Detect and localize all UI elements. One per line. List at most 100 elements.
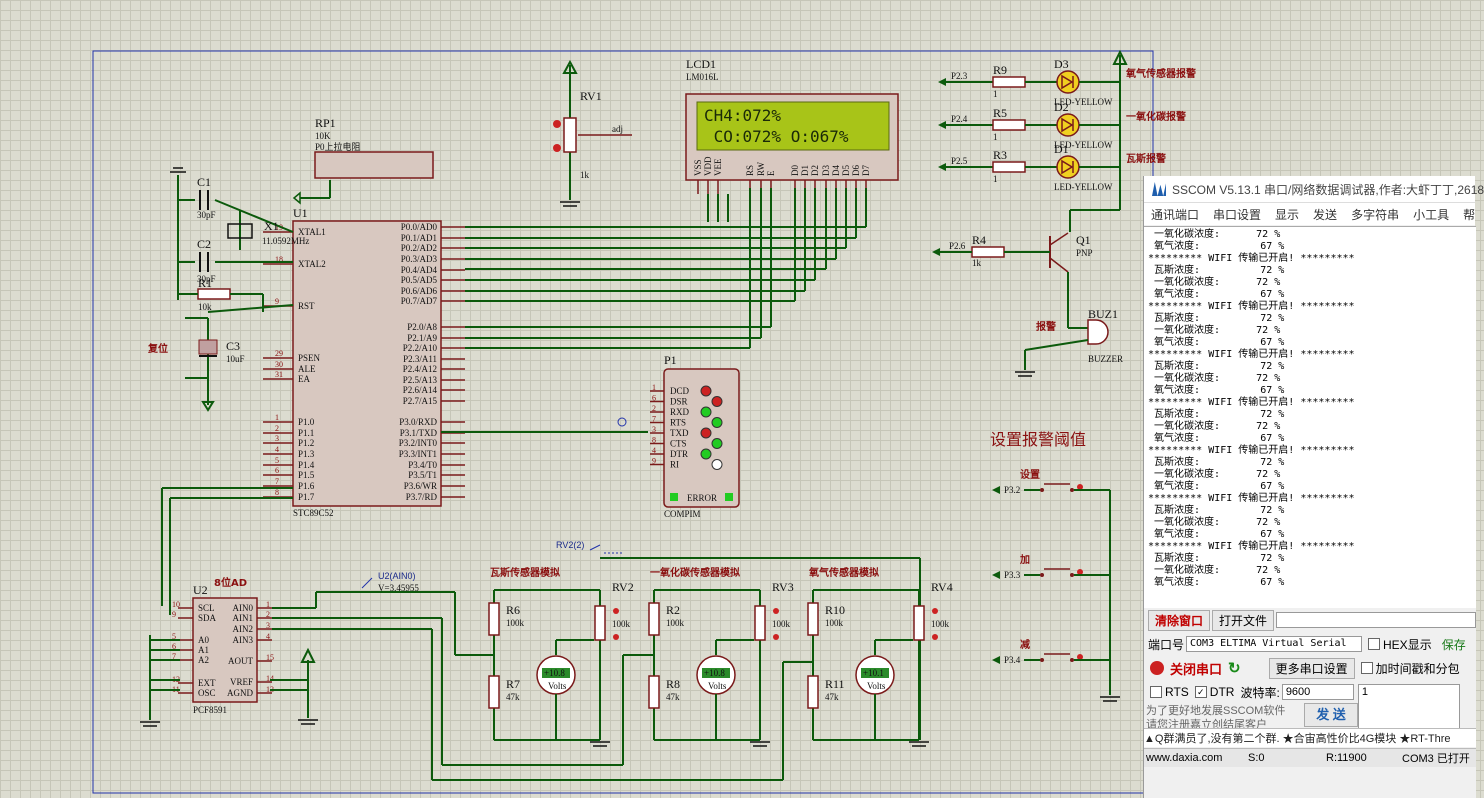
svg-text:2: 2: [266, 610, 270, 619]
svg-text:P0.3/AD3: P0.3/AD3: [401, 254, 438, 264]
open-file-button[interactable]: 打开文件: [1212, 609, 1275, 631]
svg-text:P0.6/AD6: P0.6/AD6: [401, 286, 438, 296]
svg-text:一氧化碳传感器模拟: 一氧化碳传感器模拟: [650, 566, 740, 579]
svg-text:RI: RI: [670, 460, 679, 470]
log-line: 一氧化碳浓度: 72 %: [1148, 565, 1281, 576]
menu-serial-settings[interactable]: 串口设置: [1213, 207, 1262, 222]
send-input[interactable]: 1: [1357, 684, 1460, 734]
svg-text:R6: R6: [506, 603, 520, 617]
sscom-control-panel: 清除窗口 打开文件 端口号 COM3 ELTIMA Virtual Serial…: [1144, 608, 1477, 798]
svg-text:VEE: VEE: [713, 158, 723, 176]
svg-text:4: 4: [652, 446, 656, 455]
baud-label: 波特率:: [1240, 685, 1280, 700]
menu-tools[interactable]: 小工具: [1413, 207, 1450, 222]
baud-select[interactable]: 9600: [1281, 684, 1354, 700]
svg-text:3: 3: [275, 434, 279, 443]
menu-display[interactable]: 显示: [1275, 207, 1300, 222]
svg-text:R3: R3: [993, 148, 1007, 162]
sensor-simulation: RV2(2) 瓦斯传感器模拟R6100kR747kRV2100k+10.8Vol…: [488, 540, 953, 747]
svg-text:R5: R5: [993, 106, 1007, 120]
svg-text:EXT: EXT: [198, 678, 216, 688]
potentiometer-rv1[interactable]: RV1 1k adj: [553, 59, 632, 207]
svg-text:瓦斯报警: 瓦斯报警: [1126, 152, 1166, 165]
rts-label: RTS: [1165, 685, 1189, 699]
svg-text:R10: R10: [825, 603, 845, 617]
log-line: ********* WIFI 传输已开启! *********: [1148, 493, 1355, 504]
svg-text:SDA: SDA: [198, 613, 217, 623]
pullup-resistor-pack-rp1: RP1 10K P0上拉电阻: [292, 116, 434, 205]
svg-text:7: 7: [172, 652, 176, 661]
svg-text:D2: D2: [810, 165, 820, 176]
log-line: ********* WIFI 传输已开启! *********: [1148, 397, 1355, 408]
svg-text:A2: A2: [198, 655, 209, 665]
port-label: 端口号: [1148, 637, 1185, 652]
clear-window-button[interactable]: 清除窗口: [1148, 609, 1211, 631]
svg-text:ERROR: ERROR: [687, 493, 717, 503]
refresh-icon[interactable]: ↻: [1228, 660, 1241, 677]
sscom-window[interactable]: SSCOM V5.13.1 串口/网络数据调试器,作者:大虾丁丁,2618 通讯…: [1143, 176, 1484, 798]
svg-text:Volts: Volts: [548, 681, 567, 691]
svg-text:1: 1: [266, 600, 270, 609]
sscom-titlebar[interactable]: SSCOM V5.13.1 串口/网络数据调试器,作者:大虾丁丁,2618: [1144, 176, 1484, 203]
timestamp-checkbox[interactable]: [1360, 662, 1373, 674]
file-path-field[interactable]: [1276, 612, 1477, 628]
close-port-button[interactable]: 关闭串口: [1170, 661, 1223, 677]
rts-checkbox[interactable]: [1150, 686, 1162, 698]
svg-text:VSS: VSS: [693, 159, 703, 176]
send-button[interactable]: 发 送: [1304, 703, 1358, 727]
threshold-button-3[interactable]: 减P3.4: [992, 638, 1110, 665]
svg-text:LM016L: LM016L: [686, 72, 719, 82]
threshold-button-2[interactable]: 加P3.3: [992, 553, 1110, 580]
svg-text:D2: D2: [1054, 100, 1069, 114]
svg-text:D1: D1: [1054, 142, 1069, 156]
svg-text:RS: RS: [745, 165, 755, 176]
svg-text:XTAL1: XTAL1: [298, 227, 326, 237]
menu-multi-string[interactable]: 多字符串: [1351, 207, 1400, 222]
port-select[interactable]: COM3 ELTIMA Virtual Serial: [1186, 636, 1363, 652]
more-serial-settings-button[interactable]: 更多串口设置: [1268, 657, 1355, 679]
svg-text:P2.4/A12: P2.4/A12: [403, 364, 437, 374]
dtr-checkbox[interactable]: ✓: [1194, 686, 1207, 698]
status-bar: www.daxia.com S:0 R:11900 COM3 已打开: [1144, 748, 1476, 767]
svg-text:RV2: RV2: [612, 580, 634, 594]
svg-text:4: 4: [275, 445, 279, 454]
svg-text:RW: RW: [756, 161, 766, 176]
svg-text:RV2(2): RV2(2): [556, 540, 584, 550]
hex-display-checkbox[interactable]: [1368, 638, 1381, 650]
svg-text:P3.5/T1: P3.5/T1: [408, 470, 437, 480]
svg-text:PSEN: PSEN: [298, 353, 321, 363]
log-line: 瓦斯浓度: 72 %: [1148, 553, 1285, 564]
svg-text:1: 1: [993, 89, 998, 99]
status-website[interactable]: www.daxia.com: [1146, 752, 1223, 764]
menu-comm-port[interactable]: 通讯端口: [1151, 207, 1200, 222]
mcu-u1[interactable]: U1 STC89C52 XTAL119XTAL218RST9PSEN29ALE3…: [263, 206, 465, 518]
sscom-menubar: 通讯端口 串口设置 显示 发送 多字符串 小工具 帮: [1144, 203, 1475, 225]
log-line: 氧气浓度: 67 %: [1148, 241, 1285, 252]
svg-text:R11: R11: [825, 677, 845, 691]
save-data-button[interactable]: 保存: [1441, 637, 1466, 652]
svg-text:9: 9: [172, 610, 176, 619]
svg-text:P0上拉电阻: P0上拉电阻: [315, 141, 361, 152]
svg-text:9: 9: [652, 457, 656, 466]
svg-text:LED-YELLOW: LED-YELLOW: [1054, 140, 1113, 150]
log-line: ********* WIFI 传输已开启! *********: [1148, 301, 1355, 312]
status-port: COM3 已打开: [1402, 753, 1470, 765]
log-line: 一氧化碳浓度: 72 %: [1148, 229, 1281, 240]
svg-text:10K: 10K: [315, 131, 331, 141]
menu-send[interactable]: 发送: [1313, 207, 1338, 222]
svg-text:P0.0/AD0: P0.0/AD0: [401, 222, 438, 232]
svg-text:2: 2: [652, 404, 656, 413]
adc-pcf8591[interactable]: 8位AD U2 PCF8591 SCL10SDA9A05A16A27EXT12O…: [140, 487, 813, 781]
svg-text:LCD1: LCD1: [686, 57, 716, 71]
log-line: ********* WIFI 传输已开启! *********: [1148, 349, 1355, 360]
menu-help[interactable]: 帮: [1463, 207, 1476, 222]
svg-text:1: 1: [993, 174, 998, 184]
svg-text:DCD: DCD: [670, 386, 690, 396]
svg-text:C1: C1: [197, 175, 211, 189]
svg-text:P0.4/AD4: P0.4/AD4: [401, 265, 438, 275]
svg-text:PNP: PNP: [1076, 248, 1093, 258]
svg-text:D4: D4: [831, 165, 841, 176]
ticker-bar: ▲Q群满员了,没有第二个群. ★合宙高性价比4G模块 ★RT-Thre: [1144, 728, 1476, 747]
